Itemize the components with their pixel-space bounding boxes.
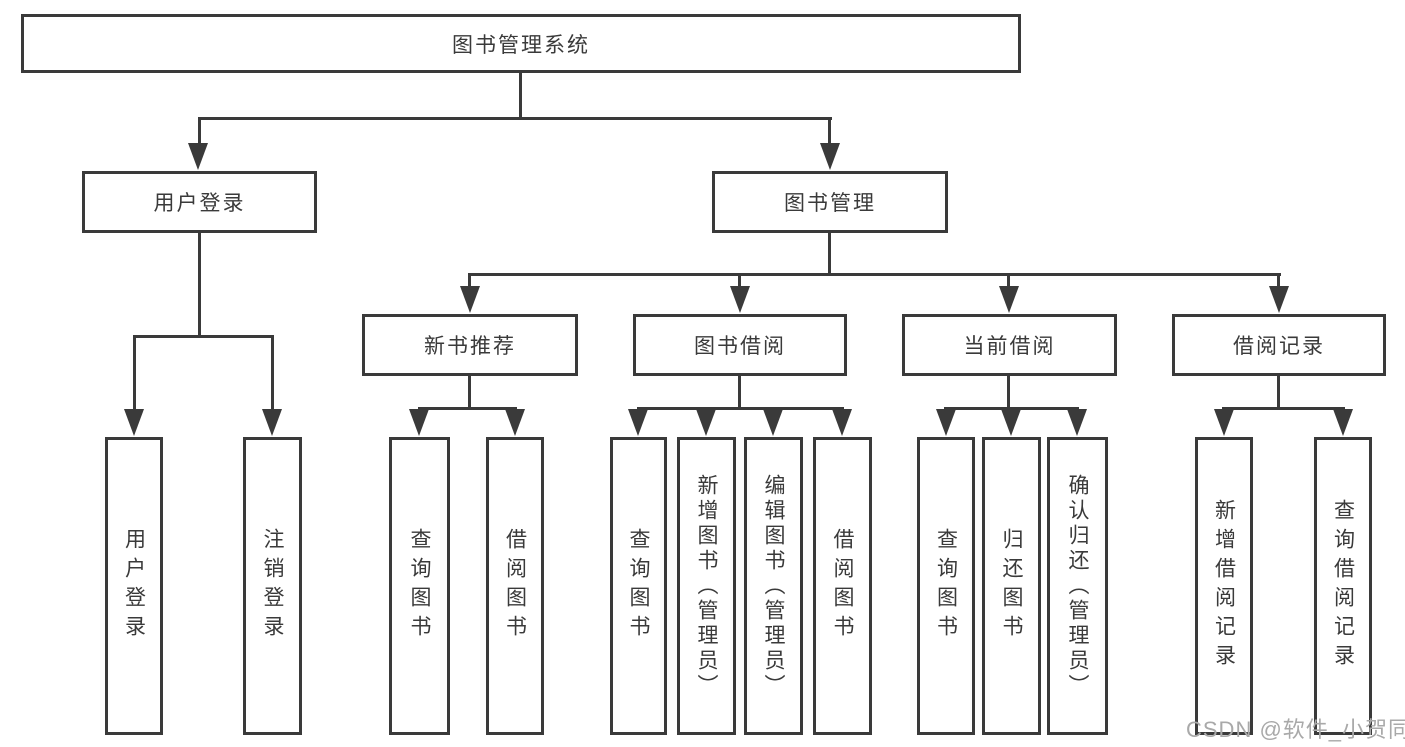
node-book-management: 图书管理 [712,171,948,233]
connector-stem [738,376,741,407]
arrow-down-icon [999,286,1019,313]
connector-stem [271,335,274,411]
leaf-label: 借阅图书 [503,528,527,644]
leaf-label: 注销登录 [261,528,284,644]
arrow-down-icon [628,409,648,436]
leaf-label: 查询借阅记录 [1331,499,1355,673]
node-user-login-group: 用户登录 [82,171,317,233]
connector-group5-rail [1222,407,1345,410]
node-book-borrow: 图书借阅 [633,314,847,376]
leaf-label: 查询图书 [627,528,650,644]
leaf-label: 新增图书（管理员） [695,473,718,699]
connector-group2-rail [418,407,517,410]
connector-group3-rail [637,407,844,410]
leaf-query-borrow-record: 查询借阅记录 [1314,437,1372,735]
arrow-down-icon [820,143,840,170]
arrow-down-icon [730,286,750,313]
leaf-label: 编辑图书（管理员） [762,473,785,699]
connector-stem [1277,273,1280,288]
arrow-down-icon [460,286,480,313]
leaf-user-login: 用户登录 [105,437,163,735]
connector-stem [1007,376,1010,407]
connector-stem [828,117,831,145]
connector-group4-rail [944,407,1079,410]
arrow-down-icon [1269,286,1289,313]
connector-stem [1277,376,1280,407]
leaf-label: 借阅图书 [831,528,854,644]
connector-book-mgmt-stem [828,233,831,273]
arrow-down-icon [1067,409,1087,436]
connector-stem [468,273,471,288]
connector-level2-rail [198,117,832,120]
watermark: CSDN @软件_小贺同学 [1186,717,1405,742]
leaf-borrow-book: 借阅图书 [813,437,872,735]
connector-stem [1007,273,1010,288]
connector-group1-rail [133,335,274,338]
leaf-query-book-current: 查询图书 [917,437,975,735]
leaf-label: 用户登录 [122,528,146,644]
connector-stem [738,273,741,288]
leaf-add-borrow-record: 新增借阅记录 [1195,437,1253,735]
node-new-book-recommend: 新书推荐 [362,314,578,376]
arrow-down-icon [1001,409,1021,436]
leaf-query-book-borrow: 查询图书 [610,437,667,735]
connector-level3-rail [470,273,1281,276]
leaf-label: 确认归还（管理员） [1066,473,1089,699]
leaf-label: 归还图书 [1000,528,1023,644]
arrow-down-icon [188,143,208,170]
node-borrow-records: 借阅记录 [1172,314,1386,376]
arrow-down-icon [124,409,144,436]
leaf-return-book: 归还图书 [982,437,1041,735]
leaf-edit-book-admin: 编辑图书（管理员） [744,437,803,735]
leaf-add-book-admin: 新增图书（管理员） [677,437,736,735]
arrow-down-icon [696,409,716,436]
arrow-down-icon [505,409,525,436]
arrow-down-icon [936,409,956,436]
connector-root-stem [519,73,522,118]
leaf-logout: 注销登录 [243,437,302,735]
arrow-down-icon [832,409,852,436]
leaf-label: 新增借阅记录 [1212,499,1236,673]
connector-user-login-stem [198,233,201,335]
leaf-query-book-recommend: 查询图书 [389,437,450,735]
node-library-system: 图书管理系统 [21,14,1021,73]
connector-stem [133,335,136,411]
leaf-confirm-return-admin: 确认归还（管理员） [1047,437,1108,735]
connector-stem [468,376,471,407]
connector-stem [198,117,201,145]
arrow-down-icon [1333,409,1353,436]
arrow-down-icon [409,409,429,436]
leaf-label: 查询图书 [934,528,958,644]
arrow-down-icon [262,409,282,436]
arrow-down-icon [763,409,783,436]
arrow-down-icon [1214,409,1234,436]
node-current-borrow: 当前借阅 [902,314,1117,376]
leaf-label: 查询图书 [408,528,431,644]
leaf-borrow-book-recommend: 借阅图书 [486,437,544,735]
